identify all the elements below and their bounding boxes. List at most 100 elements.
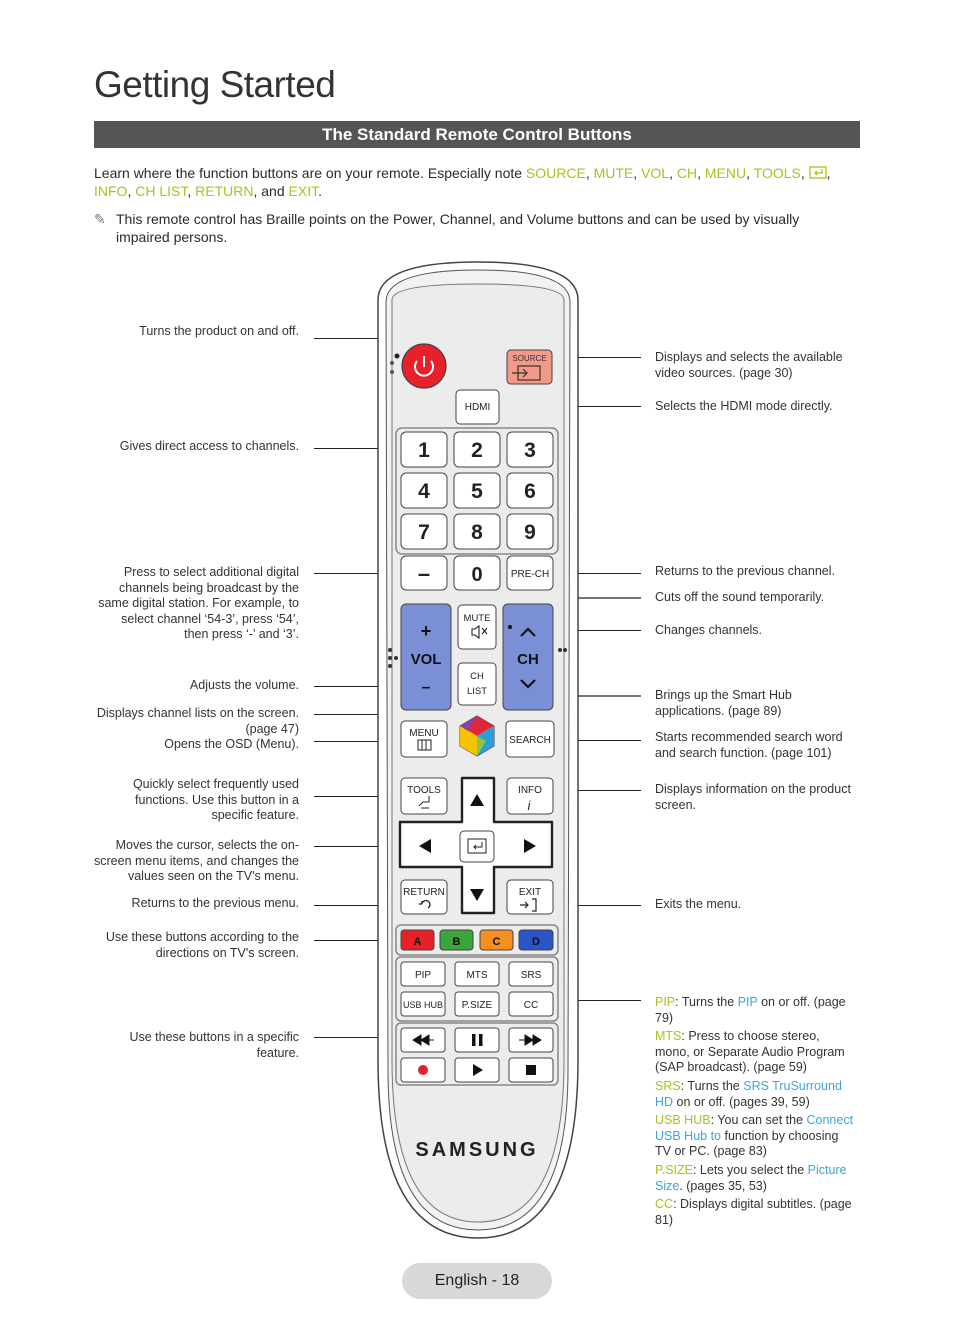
label-exit: Exits the menu.	[655, 897, 742, 911]
volume-rocker[interactable]	[400, 603, 452, 711]
psize-text-2: . (pages 35, 53)	[679, 1178, 767, 1193]
exit-icon	[520, 898, 537, 912]
note-text: This remote control has Braille points o…	[116, 211, 800, 245]
kw-info: INFO	[94, 183, 128, 199]
power-icon	[414, 356, 434, 377]
search-button[interactable]	[505, 720, 555, 758]
digit-button[interactable]	[400, 431, 448, 468]
mts-label: MTS	[466, 970, 487, 981]
return-label: RETURN	[403, 887, 445, 898]
feature-usbhub: USB HUB: You can set the Connect USB Hub…	[655, 1113, 855, 1160]
digit-label: 1	[418, 439, 430, 462]
prech-label: PRE-CH	[511, 569, 549, 580]
usb-hub-button[interactable]	[400, 991, 446, 1017]
vol-down-label: –	[422, 679, 431, 696]
color-button-c[interactable]	[479, 929, 514, 951]
pip-text-2: on or off. (page 79)	[655, 995, 846, 1025]
pencil-icon: ✎	[94, 211, 106, 227]
and: , and	[253, 183, 289, 199]
mts-button[interactable]	[454, 961, 500, 987]
pause-button[interactable]	[454, 1027, 500, 1053]
leader-line	[314, 940, 400, 941]
leader-line	[552, 740, 641, 741]
pip-text-1: : Turns the	[675, 995, 738, 1009]
digit-button[interactable]	[453, 513, 501, 550]
cc-text: : Displays digital subtitles. (page 81)	[655, 1197, 852, 1227]
smart-hub-button[interactable]	[459, 715, 495, 757]
usb-text-1: : You can set the	[710, 1113, 807, 1128]
ch-list-label-2: LIST	[467, 686, 487, 697]
color-a-label: A	[414, 936, 422, 948]
sep: ,	[826, 165, 831, 181]
arrow-left-button[interactable]	[419, 839, 431, 853]
kw-srs: SRS	[655, 1078, 681, 1093]
menu-label: MENU	[409, 728, 438, 739]
prech-button[interactable]	[506, 555, 554, 591]
kw-ch: CH	[676, 165, 698, 181]
digit-button[interactable]	[400, 513, 448, 550]
menu-button[interactable]	[400, 720, 448, 758]
return-button[interactable]	[400, 879, 448, 915]
kw-exit: EXIT	[288, 183, 319, 199]
tools-button[interactable]	[400, 777, 448, 815]
digit-button[interactable]	[506, 472, 554, 509]
leader-line	[552, 357, 641, 358]
cc-label: CC	[524, 1000, 538, 1011]
kw-cc: CC	[655, 1197, 674, 1212]
label-media: Use these buttons in a specific feature.	[129, 1030, 299, 1060]
vol-label: VOL	[411, 651, 442, 668]
feature-psize: P.SIZE: Lets you select the Picture Size…	[655, 1163, 855, 1194]
sep: ,	[746, 165, 754, 181]
feature-list: PIP: Turns the PIP on or off. (page 79) …	[655, 995, 855, 1228]
leader-line	[314, 448, 400, 449]
kw-mts: MTS	[655, 1029, 682, 1044]
chevron-down-icon	[520, 679, 536, 689]
color-button-a[interactable]	[400, 929, 435, 951]
info-button[interactable]	[506, 777, 554, 815]
link-srs: SRS TruSurround HD	[655, 1078, 842, 1109]
digit-label: 7	[418, 521, 430, 544]
digit-label: 6	[524, 480, 536, 503]
leader-line	[314, 686, 402, 687]
digit-button[interactable]	[453, 472, 501, 509]
digit-label: 3	[524, 439, 536, 462]
arrow-down-button[interactable]	[470, 889, 484, 901]
label-volume: Adjusts the volume.	[189, 678, 299, 692]
play-icon	[473, 1064, 483, 1076]
arrow-right-button[interactable]	[524, 839, 536, 853]
label-info: Displays information on the product scre…	[655, 782, 851, 812]
exit-label: EXIT	[519, 887, 541, 898]
arrow-up-button[interactable]	[470, 794, 484, 806]
dash-button[interactable]	[400, 555, 448, 591]
digit-button[interactable]	[400, 472, 448, 509]
leader-line	[314, 796, 402, 797]
exit-button[interactable]	[506, 879, 554, 915]
color-button-d[interactable]	[518, 929, 554, 951]
digit-label: 8	[471, 521, 483, 544]
channel-rocker[interactable]	[502, 603, 554, 711]
cc-button[interactable]	[508, 991, 554, 1017]
section-heading: The Standard Remote Control Buttons	[94, 121, 860, 148]
search-label: SEARCH	[509, 735, 551, 746]
page-number: English - 18	[402, 1263, 552, 1299]
feature-mts: MTS: Press to choose stereo, mono, or Se…	[655, 1029, 855, 1076]
leader-line	[552, 790, 641, 791]
ch-list-button[interactable]	[457, 662, 497, 706]
color-c-label: C	[493, 936, 501, 948]
hdmi-button[interactable]	[455, 389, 500, 425]
digit-button[interactable]	[506, 513, 554, 550]
kw-usbhub: USB HUB	[655, 1113, 711, 1128]
sep: ,	[585, 165, 594, 181]
sep: ,	[697, 165, 705, 181]
label-dash: Press to select additional digital chann…	[98, 565, 299, 642]
psize-button[interactable]	[454, 991, 500, 1017]
pip-button[interactable]	[400, 961, 446, 987]
digit-button[interactable]	[453, 431, 501, 468]
color-button-b[interactable]	[439, 929, 474, 951]
zero-button[interactable]	[453, 555, 501, 591]
digit-button[interactable]	[506, 431, 554, 468]
leader-line	[314, 741, 402, 742]
srs-button[interactable]	[508, 961, 554, 987]
link-psize: Picture Size	[655, 1162, 847, 1193]
